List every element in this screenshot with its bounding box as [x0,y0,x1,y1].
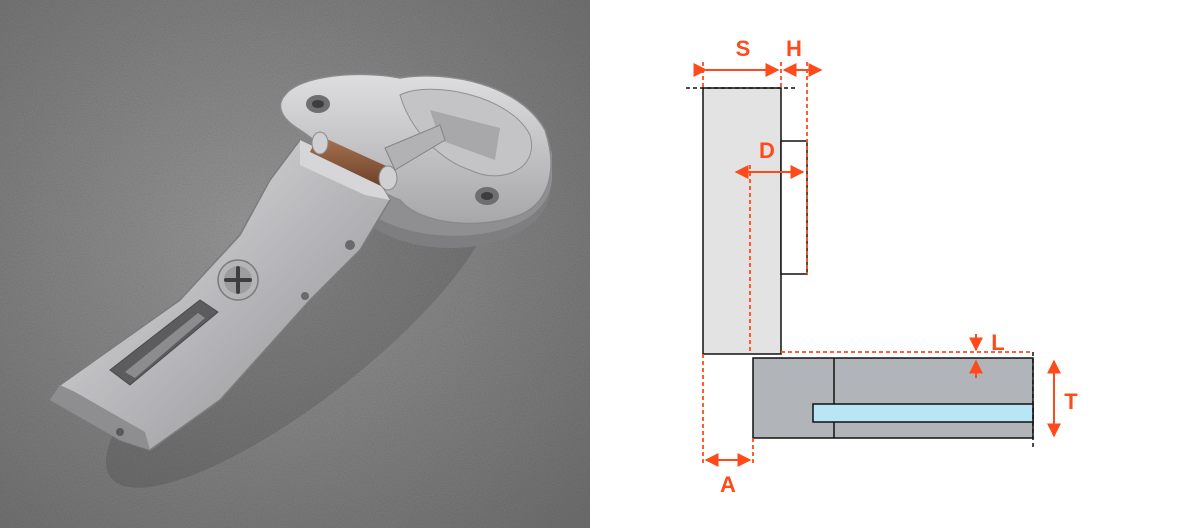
label-a: A [720,472,736,497]
hinge-pivot [310,124,446,191]
label-h: H [786,36,802,61]
label-t: T [1064,389,1078,414]
rivet-icon [301,292,309,300]
rivet-icon [345,240,355,250]
hinge-photo [0,0,590,528]
rivet-icon [116,428,124,436]
mounting-plate [780,140,808,275]
door-panel [752,357,1034,439]
label-d: D [759,138,775,163]
hinge-arm-slot [812,403,1034,423]
side-panel [702,87,782,355]
dimension-guides [702,62,1033,466]
label-l: L [991,330,1004,355]
dimension-diagram: S H D L T A [590,0,1177,528]
dimension-diagram-svg: S H D L T A [686,36,1078,497]
label-s: S [736,36,751,61]
adjustment-screw-icon [217,259,259,301]
hinge-arm [48,139,391,451]
hinge-photo-svg [0,0,590,528]
